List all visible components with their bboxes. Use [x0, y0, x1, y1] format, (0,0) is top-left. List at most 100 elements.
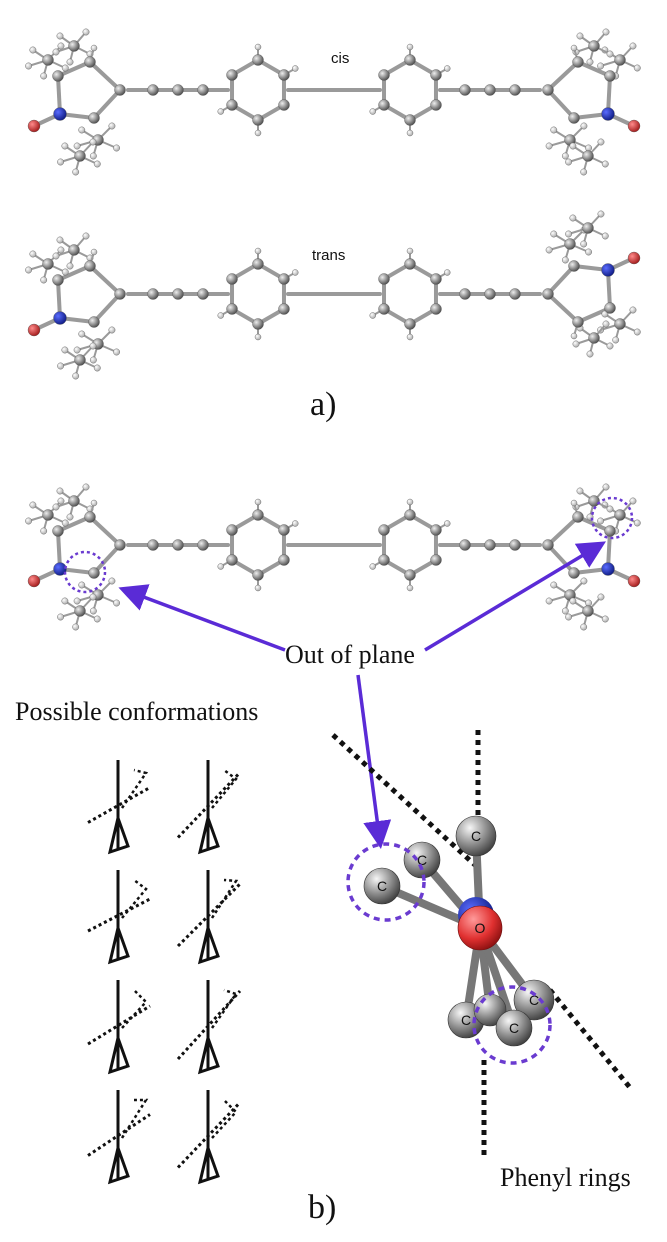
- hydrogen-atom: [292, 269, 299, 276]
- hydrogen-atom: [29, 250, 37, 258]
- hydrogen-atom: [561, 256, 569, 264]
- hydrogen-atom: [89, 152, 97, 160]
- hydrogen-atom: [580, 240, 588, 248]
- hydrogen-atom: [78, 126, 86, 134]
- hydrogen-atom: [254, 129, 262, 137]
- carbon-atom: [542, 539, 554, 551]
- phenyl-rings-label: Phenyl rings: [500, 1163, 631, 1192]
- carbon-atom: [278, 303, 290, 315]
- hydrogen-atom: [406, 584, 414, 592]
- carbon-atom: [378, 99, 390, 111]
- hydrogen-atom: [292, 65, 299, 72]
- hydrogen-atom: [565, 613, 572, 621]
- bond: [88, 60, 122, 92]
- hydrogen-atom: [576, 32, 584, 40]
- hydrogen-atom: [570, 499, 578, 507]
- hydrogen-atom: [52, 252, 60, 260]
- carbon-atom: [459, 288, 471, 300]
- out-of-plane-label: Out of plane: [285, 640, 415, 669]
- hydrogen-atom: [597, 517, 604, 525]
- hydrogen-atom: [601, 232, 609, 240]
- hydrogen-atom: [61, 64, 69, 72]
- carbon-atom: [568, 567, 580, 579]
- oxygen-atom: [627, 119, 641, 133]
- carbon-atom: [378, 524, 390, 536]
- hydrogen-atom: [89, 356, 97, 364]
- conformation-sketches: [87, 760, 242, 1185]
- hydrogen-atom: [597, 210, 605, 218]
- carbon-atom: [509, 288, 521, 300]
- panel-b-label: b): [308, 1189, 337, 1226]
- carbon-atom: [252, 258, 264, 270]
- hydrogen-atom: [629, 42, 637, 50]
- bond: [92, 543, 122, 575]
- carbon-atom: [588, 40, 600, 52]
- carbon-atom: [430, 69, 442, 81]
- hydrogen-atom: [369, 312, 376, 319]
- carbon-atom: [147, 539, 159, 551]
- hydrogen-atom: [570, 332, 578, 340]
- hydrogen-atom: [57, 158, 64, 166]
- carbon-atom: [404, 569, 416, 581]
- oxygen-atom: [27, 323, 41, 337]
- conformation-sketch: [87, 980, 151, 1075]
- carbon-atom: [197, 84, 209, 96]
- carbon-atom: [226, 554, 238, 566]
- hydrogen-atom: [40, 527, 48, 535]
- hydrogen-atom: [254, 333, 262, 341]
- carbon-atom: [378, 554, 390, 566]
- carbon-atom: [52, 274, 64, 286]
- carbon-atom: [252, 318, 264, 330]
- closeup-oxygen: [457, 905, 503, 951]
- carbon-atom: [88, 112, 100, 124]
- conformation-sketch: [176, 760, 242, 855]
- carbon-atom: [588, 495, 600, 507]
- carbon-atom: [509, 539, 521, 551]
- hydrogen-atom: [254, 247, 262, 255]
- hydrogen-atom: [29, 46, 37, 54]
- bond: [88, 515, 122, 547]
- panel-a-label: a): [310, 386, 337, 423]
- out-of-plane-arrows: [118, 541, 607, 849]
- carbon-atom: [226, 69, 238, 81]
- hydrogen-atom: [72, 372, 80, 380]
- hydrogen-atom: [217, 108, 224, 115]
- conformation-sketch: [176, 870, 242, 965]
- carbon-atom: [404, 509, 416, 521]
- closeup-atom-label: C: [509, 1020, 519, 1036]
- hydrogen-atom: [601, 615, 609, 623]
- carbon-atom: [604, 302, 616, 314]
- hydrogen-atom: [633, 328, 641, 336]
- hydrogen-atom: [73, 142, 81, 150]
- carbon-atom: [42, 509, 54, 521]
- carbon-atom: [582, 222, 594, 234]
- hydrogen-atom: [602, 483, 610, 491]
- hydrogen-atom: [73, 346, 81, 354]
- hydrogen-atom: [40, 72, 48, 80]
- hydrogen-atom: [292, 520, 299, 527]
- carbon-atom: [68, 495, 80, 507]
- hydrogen-atom: [217, 312, 224, 319]
- nitrogen-atom: [53, 107, 67, 121]
- carbon-atom: [564, 238, 576, 250]
- hydrogen-atom: [406, 43, 414, 51]
- carbon-atom: [588, 332, 600, 344]
- hydrogen-atom: [25, 62, 32, 70]
- carbon-atom: [172, 539, 184, 551]
- hydrogen-atom: [585, 599, 592, 607]
- carbon-atom: [614, 54, 626, 66]
- hydrogen-atom: [56, 32, 64, 40]
- carbon-atom: [278, 99, 290, 111]
- hydrogen-atom: [545, 142, 553, 150]
- carbon-atom: [197, 539, 209, 551]
- carbon-atom: [114, 84, 126, 96]
- hydrogen-atom: [82, 28, 90, 36]
- conformation-sketch: [176, 1090, 242, 1185]
- bond: [546, 88, 576, 120]
- hydrogen-atom: [254, 43, 262, 51]
- bond: [546, 543, 576, 575]
- carbon-atom: [74, 354, 86, 366]
- hydrogen-atom: [89, 138, 97, 146]
- nitrogen-atom: [601, 263, 615, 277]
